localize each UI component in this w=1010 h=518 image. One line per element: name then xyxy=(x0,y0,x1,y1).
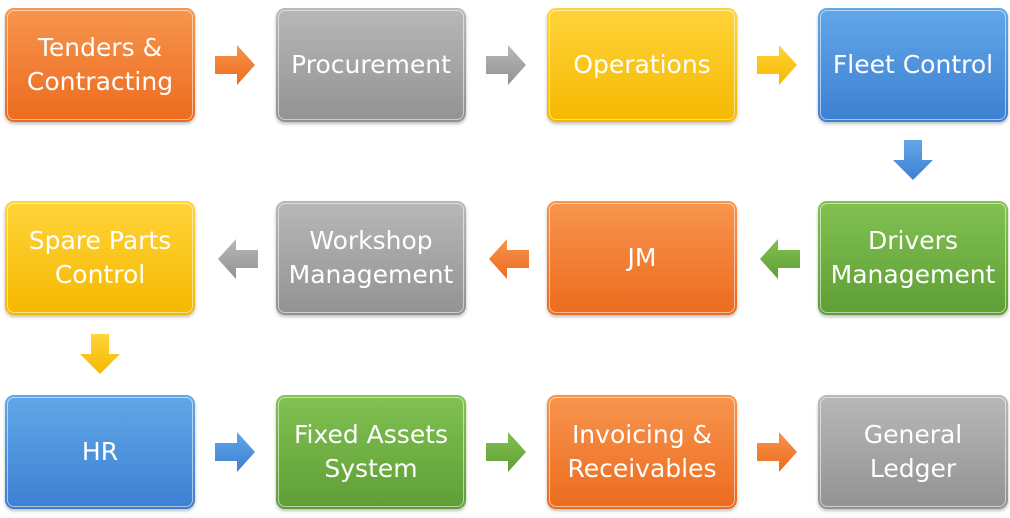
node-operations: Operations xyxy=(547,8,737,122)
arrow-right-icon xyxy=(757,45,797,85)
arrow-left-icon xyxy=(489,239,529,279)
arrow-down-icon xyxy=(893,140,933,180)
node-workshop-management: Workshop Management xyxy=(276,201,466,315)
node-procurement: Procurement xyxy=(276,8,466,122)
node-fixed-assets-system: Fixed Assets System xyxy=(276,395,466,509)
arrow-right-icon xyxy=(757,432,797,472)
node-invoicing-receivables: Invoicing & Receivables xyxy=(547,395,737,509)
arrow-right-icon xyxy=(215,432,255,472)
arrow-left-icon xyxy=(218,239,258,279)
arrow-right-icon xyxy=(215,45,255,85)
node-spare-parts-control: Spare Parts Control xyxy=(5,201,195,315)
arrow-right-icon xyxy=(486,45,526,85)
node-drivers-management: Drivers Management xyxy=(818,201,1008,315)
arrow-right-icon xyxy=(486,432,526,472)
node-jm: JM xyxy=(547,201,737,315)
arrow-left-icon xyxy=(760,239,800,279)
node-fleet-control: Fleet Control xyxy=(818,8,1008,122)
node-hr: HR xyxy=(5,395,195,509)
arrow-down-icon xyxy=(80,334,120,374)
node-general-ledger: General Ledger xyxy=(818,395,1008,509)
node-tenders-contracting: Tenders & Contracting xyxy=(5,8,195,122)
